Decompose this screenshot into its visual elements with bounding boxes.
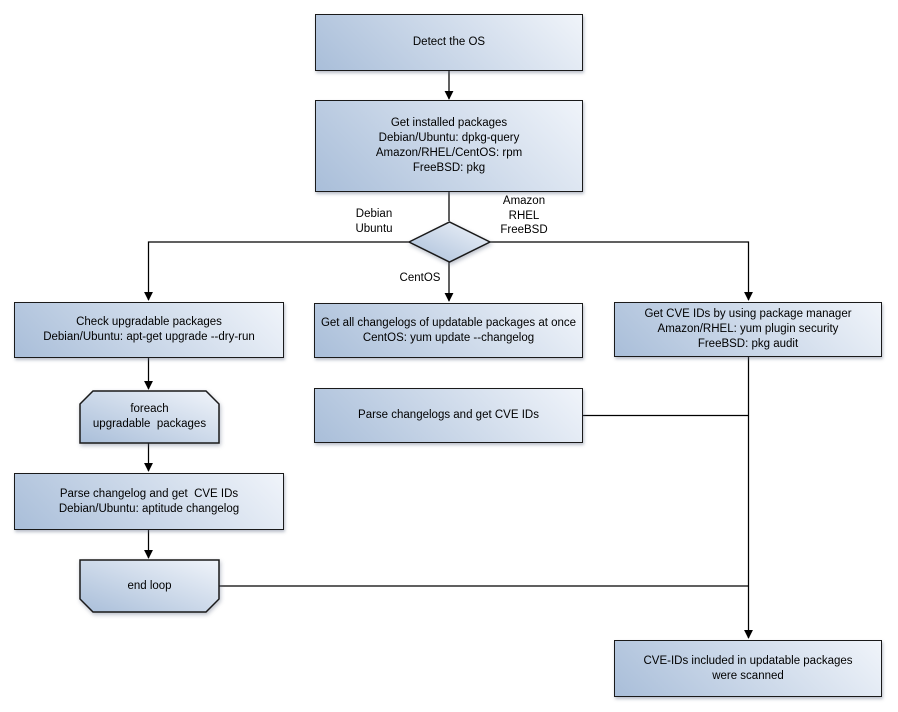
node-detect-os-label: Detect the OS: [412, 36, 486, 48]
end-loop-shape: [79, 559, 220, 613]
edge-label-centos: CentOS: [399, 272, 441, 284]
node-scanned-result: CVE-IDs included in updatable packages w…: [614, 640, 882, 697]
node-scanned-result-label: CVE-IDs included in updatable packages w…: [643, 654, 853, 682]
edge-decision-to-check-upgradable: [144, 241, 409, 301]
node-detect-os: Detect the OS: [315, 14, 583, 71]
node-get-installed-packages-label: Get installed packages Debian/Ubuntu: dp…: [375, 117, 523, 174]
node-foreach-loop-label: foreach upgradable packages: [92, 403, 207, 430]
node-parse-changelogs-label: Parse changelogs and get CVE IDs: [358, 409, 539, 421]
node-end-loop-label: end loop: [127, 579, 172, 592]
node-parse-changelog: Parse changelog and get CVE IDs Debian/U…: [14, 473, 284, 530]
edge-label-debian-ubuntu: Debian Ubuntu: [355, 208, 393, 235]
edge-decision-to-get-cve-ids: [490, 241, 753, 301]
node-get-installed-packages: Get installed packages Debian/Ubuntu: dp…: [315, 100, 583, 192]
decision-diamond: [407, 221, 492, 263]
node-check-upgradable: Check upgradable packages Debian/Ubuntu:…: [14, 302, 284, 358]
node-get-changelogs-label: Get all changelogs of updatable packages…: [320, 316, 577, 344]
node-get-cve-ids: Get CVE IDs by using package manager Ama…: [614, 302, 882, 357]
node-end-loop: end loop: [80, 560, 219, 612]
node-foreach-loop: foreach upgradable packages: [80, 391, 219, 443]
node-get-cve-ids-label: Get CVE IDs by using package manager Ama…: [644, 308, 852, 350]
node-get-changelogs: Get all changelogs of updatable packages…: [314, 303, 583, 358]
edge-label-amazon-rhel-freebsd: Amazon RHEL FreeBSD: [500, 195, 548, 236]
node-parse-changelog-label: Parse changelog and get CVE IDs Debian/U…: [58, 487, 240, 515]
foreach-loop-shape: [79, 390, 220, 444]
node-check-upgradable-label: Check upgradable packages Debian/Ubuntu:…: [43, 316, 255, 343]
node-parse-changelogs: Parse changelogs and get CVE IDs: [314, 388, 583, 443]
